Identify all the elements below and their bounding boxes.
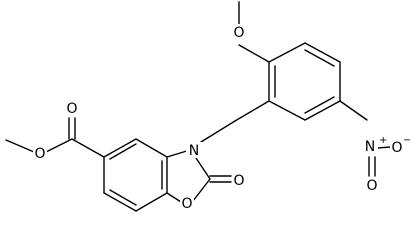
atom-o-ester: O <box>34 146 45 162</box>
charge-minus: − <box>403 135 410 146</box>
bond-benzo-c4-c5 <box>135 192 168 212</box>
bond-aryl-nitro-n <box>339 100 368 121</box>
bond-ring-o-c4 <box>166 192 182 203</box>
bond-n-c2 <box>195 157 211 180</box>
bond-aryl-a5-a6-inner <box>304 96 335 114</box>
atom-o-nitro-minus: O <box>391 140 402 156</box>
bonds <box>5 1 392 212</box>
atom-n-ring: N <box>189 143 199 159</box>
bond-aryl-a3-a4 <box>304 42 341 63</box>
bond-benzo-c1-c2 <box>103 138 137 158</box>
atom-labels: O O N O O O N + O − O <box>33 24 410 212</box>
bond-aryl-methoxy-o <box>238 44 270 63</box>
atom-n-nitro: N <box>365 139 375 155</box>
chemical-structure: O O N O O O N + O − O <box>5 1 410 212</box>
bond-aryl-a2-a3 <box>268 42 306 63</box>
bond-ch2-aryl <box>234 100 270 122</box>
bond-aryl-a5-a6 <box>304 100 341 121</box>
bond-methyl-ester-o <box>5 139 35 153</box>
bond-benzo-c5-c6-inner <box>109 189 137 206</box>
bond-aryl-a6-a1 <box>268 100 306 121</box>
bond-c2-ring-o <box>192 178 211 202</box>
bond-ester-o-carbonyl-c <box>45 138 73 153</box>
bond-aryl-a3-a4-inner <box>304 49 335 67</box>
bond-benzo-c2-c3 <box>135 138 168 158</box>
bond-carbonyl-c-ring <box>71 138 105 158</box>
atom-o-carbonyl: O <box>66 101 77 117</box>
bond-nitro-n-o-minus <box>376 146 392 149</box>
atom-o-lactone: O <box>233 173 244 189</box>
atom-o-methoxy: O <box>233 25 244 41</box>
bond-n-ch2 <box>200 120 236 143</box>
bond-benzo-c5-c6 <box>103 192 137 212</box>
atom-o-ring: O <box>181 196 192 212</box>
bond-benzo-c1-c2-inner <box>109 143 137 160</box>
atom-o-nitro-double: O <box>366 178 377 194</box>
charge-plus: + <box>379 135 387 146</box>
